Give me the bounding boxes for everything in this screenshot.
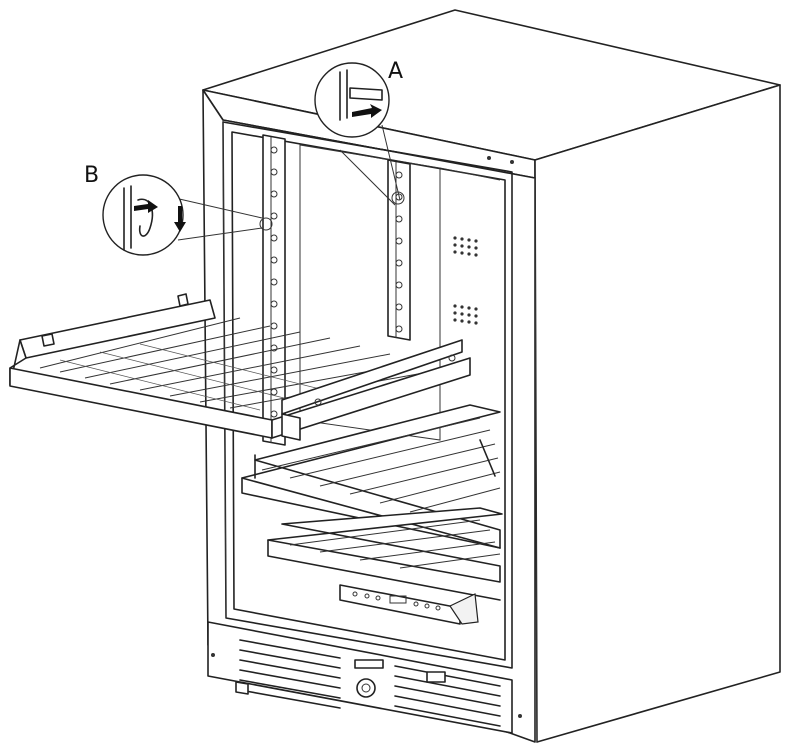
rail-slot (270, 278, 278, 286)
control-panel-buttons (352, 591, 441, 611)
rail-slot (270, 344, 278, 352)
callout-b-target (259, 217, 273, 231)
rail-slot (270, 190, 278, 198)
rail-slot (395, 325, 403, 333)
rail-slot (395, 215, 403, 223)
rail-slot (270, 322, 278, 330)
rail-slot (395, 259, 403, 267)
callout-b-leader-2 (177, 227, 263, 241)
rail-slot (270, 234, 278, 242)
callout-a-label: A (388, 59, 403, 84)
rail-slot (270, 168, 278, 176)
base-kickplate (207, 621, 522, 734)
callout-b-label: B (84, 163, 99, 188)
callout-a-leader-2 (381, 124, 401, 201)
rail-slot (270, 366, 278, 374)
rail-slot (395, 303, 403, 311)
rail-slot (270, 212, 278, 220)
callout-a-detail-circle (314, 62, 390, 138)
callout-a-arrow-icon (352, 104, 382, 118)
rail-slot (270, 256, 278, 264)
rail-slot (270, 410, 278, 418)
left-shelf-rail (262, 134, 286, 446)
left-foot (235, 681, 249, 695)
front-right-edge (534, 177, 538, 743)
callout-b-arrow-down-icon (174, 206, 186, 232)
rail-slot (395, 281, 403, 289)
vent-holes-upper (453, 236, 478, 257)
cabinet-right-side (534, 84, 781, 743)
vent-holes-lower (453, 304, 478, 325)
control-panel (339, 584, 479, 625)
callout-b-arrow-right-icon (134, 200, 158, 213)
callout-b-detail-circle (102, 174, 184, 256)
callout-b-leader-1 (174, 197, 263, 219)
rail-slot (395, 171, 403, 179)
left-vent-grille (239, 639, 341, 709)
base-knob (356, 678, 376, 698)
screw-1 (487, 156, 491, 160)
screw-2 (510, 160, 514, 164)
base-slot (426, 671, 446, 683)
callout-a-leader-1 (339, 149, 396, 206)
callout-b: B (84, 163, 273, 256)
right-vent-grille (394, 665, 501, 727)
right-shelf-rail (387, 159, 411, 341)
rail-slot (270, 300, 278, 308)
callout-a-target (391, 191, 405, 205)
callout-a: A (314, 59, 405, 206)
bottom-shelf (267, 507, 503, 601)
rail-slot (270, 146, 278, 154)
interior-divider (439, 167, 501, 181)
pulled-out-shelf (9, 293, 471, 441)
front-left-edge (222, 119, 227, 619)
base-latch (354, 659, 384, 669)
cabinet (202, 9, 781, 743)
rail-slot (395, 237, 403, 245)
